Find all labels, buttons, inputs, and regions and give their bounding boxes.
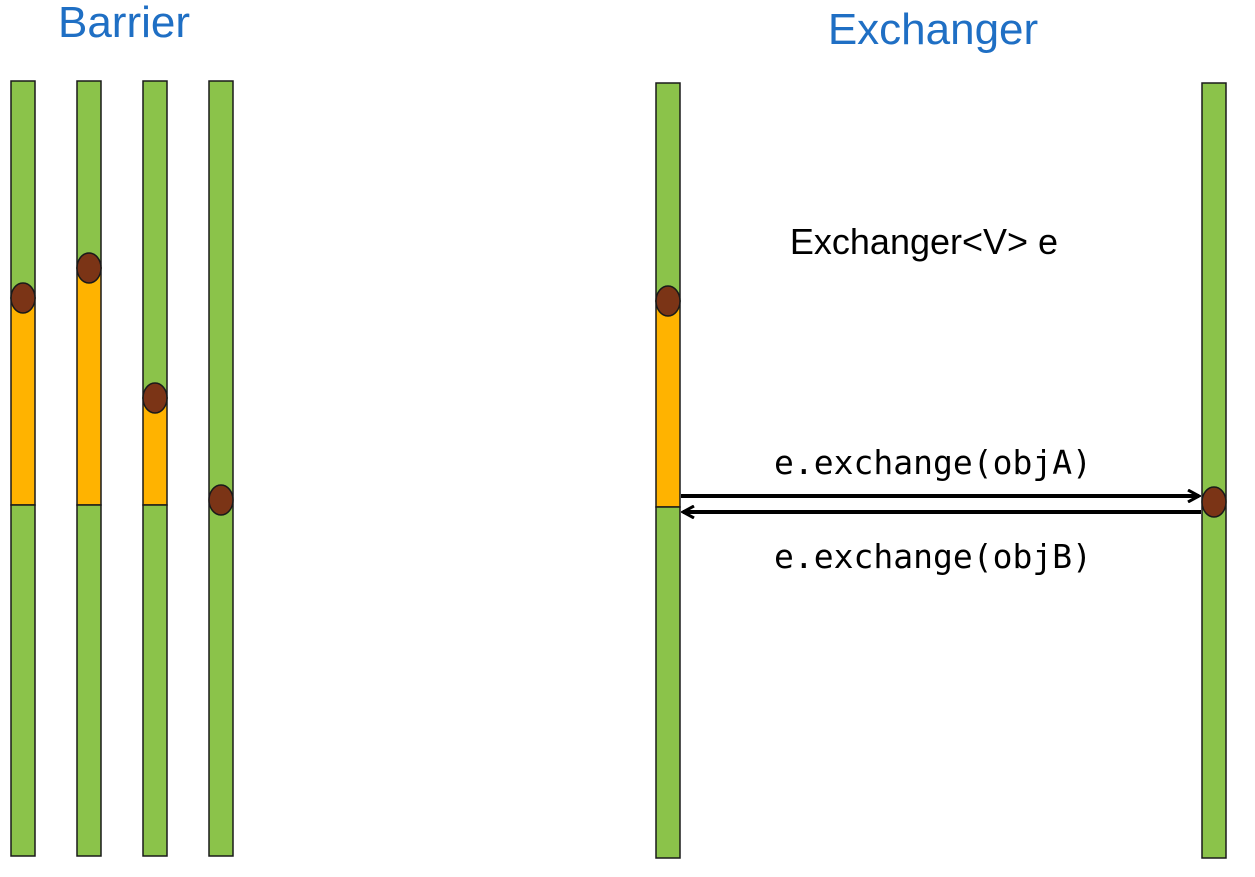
barrier-thread-1 — [10, 80, 36, 857]
filled-circle-icon — [1201, 486, 1227, 518]
barrier-title: Barrier — [58, 0, 190, 47]
filled-circle-icon — [208, 484, 234, 516]
filled-circle-icon — [10, 282, 36, 314]
barrier-thread-4 — [208, 80, 234, 857]
barrier-thread-3 — [142, 80, 168, 857]
thread-segment-running — [1201, 82, 1227, 859]
filled-circle-icon — [142, 382, 168, 414]
exchanger-title: Exchanger — [828, 5, 1038, 54]
thread-segment-running — [655, 506, 681, 859]
exchange-call-a: e.exchange(objA) — [774, 443, 1092, 482]
thread-segment-waiting — [10, 297, 36, 506]
filled-circle-icon — [655, 285, 681, 317]
exchanger-section: Exchanger Exchanger<V> e e.exchange(objA… — [655, 5, 1227, 859]
exchanger-thread-right — [1201, 82, 1227, 859]
thread-segment-running — [76, 80, 102, 269]
thread-segment-running — [142, 80, 168, 399]
thread-segment-running — [655, 82, 681, 302]
barrier-thread-2 — [76, 80, 102, 857]
thread-segment-running — [10, 504, 36, 857]
thread-segment-running — [76, 504, 102, 857]
exchange-call-b: e.exchange(objB) — [774, 537, 1092, 576]
thread-segment-waiting — [655, 300, 681, 508]
thread-segment-running — [142, 504, 168, 857]
barrier-section: Barrier — [10, 0, 234, 857]
thread-segment-running — [208, 80, 234, 857]
exchanger-thread-left — [655, 82, 681, 859]
filled-circle-icon — [76, 252, 102, 284]
thread-segment-waiting — [142, 397, 168, 506]
exchanger-declaration: Exchanger<V> e — [790, 221, 1058, 262]
thread-segment-running — [10, 80, 36, 299]
thread-segment-waiting — [76, 267, 102, 506]
